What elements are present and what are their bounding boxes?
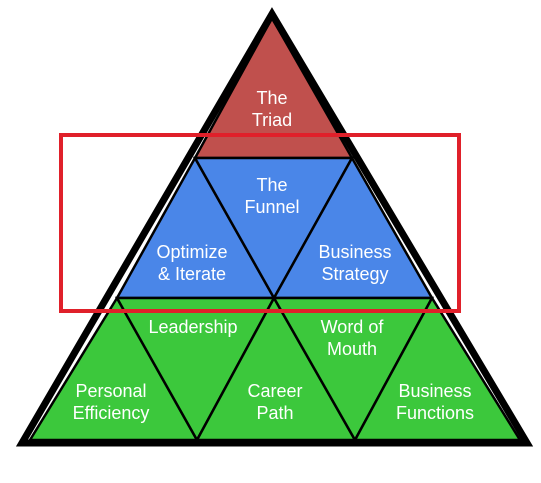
label-line: Triad xyxy=(252,110,292,130)
label-optimize-iterate: Optimize& Iterate xyxy=(156,242,227,284)
label-line: & Iterate xyxy=(158,264,226,284)
label-line: Business xyxy=(398,381,471,401)
highlight-box xyxy=(59,133,461,313)
label-line: Funnel xyxy=(244,197,299,217)
label-line: Career xyxy=(247,381,302,401)
label-line: Efficiency xyxy=(73,403,150,423)
label-line: The xyxy=(256,88,287,108)
label-line: Word of xyxy=(321,317,385,337)
label-line: Strategy xyxy=(321,264,388,284)
label-line: Functions xyxy=(396,403,474,423)
label-line: Optimize xyxy=(156,242,227,262)
label-leadership: Leadership xyxy=(148,317,237,337)
label-line: Leadership xyxy=(148,317,237,337)
pyramid-outline xyxy=(15,7,534,447)
label-line: Path xyxy=(256,403,293,423)
label-line: Business xyxy=(318,242,391,262)
label-line: The xyxy=(256,175,287,195)
label-line: Personal xyxy=(75,381,146,401)
label-line: Mouth xyxy=(327,339,377,359)
